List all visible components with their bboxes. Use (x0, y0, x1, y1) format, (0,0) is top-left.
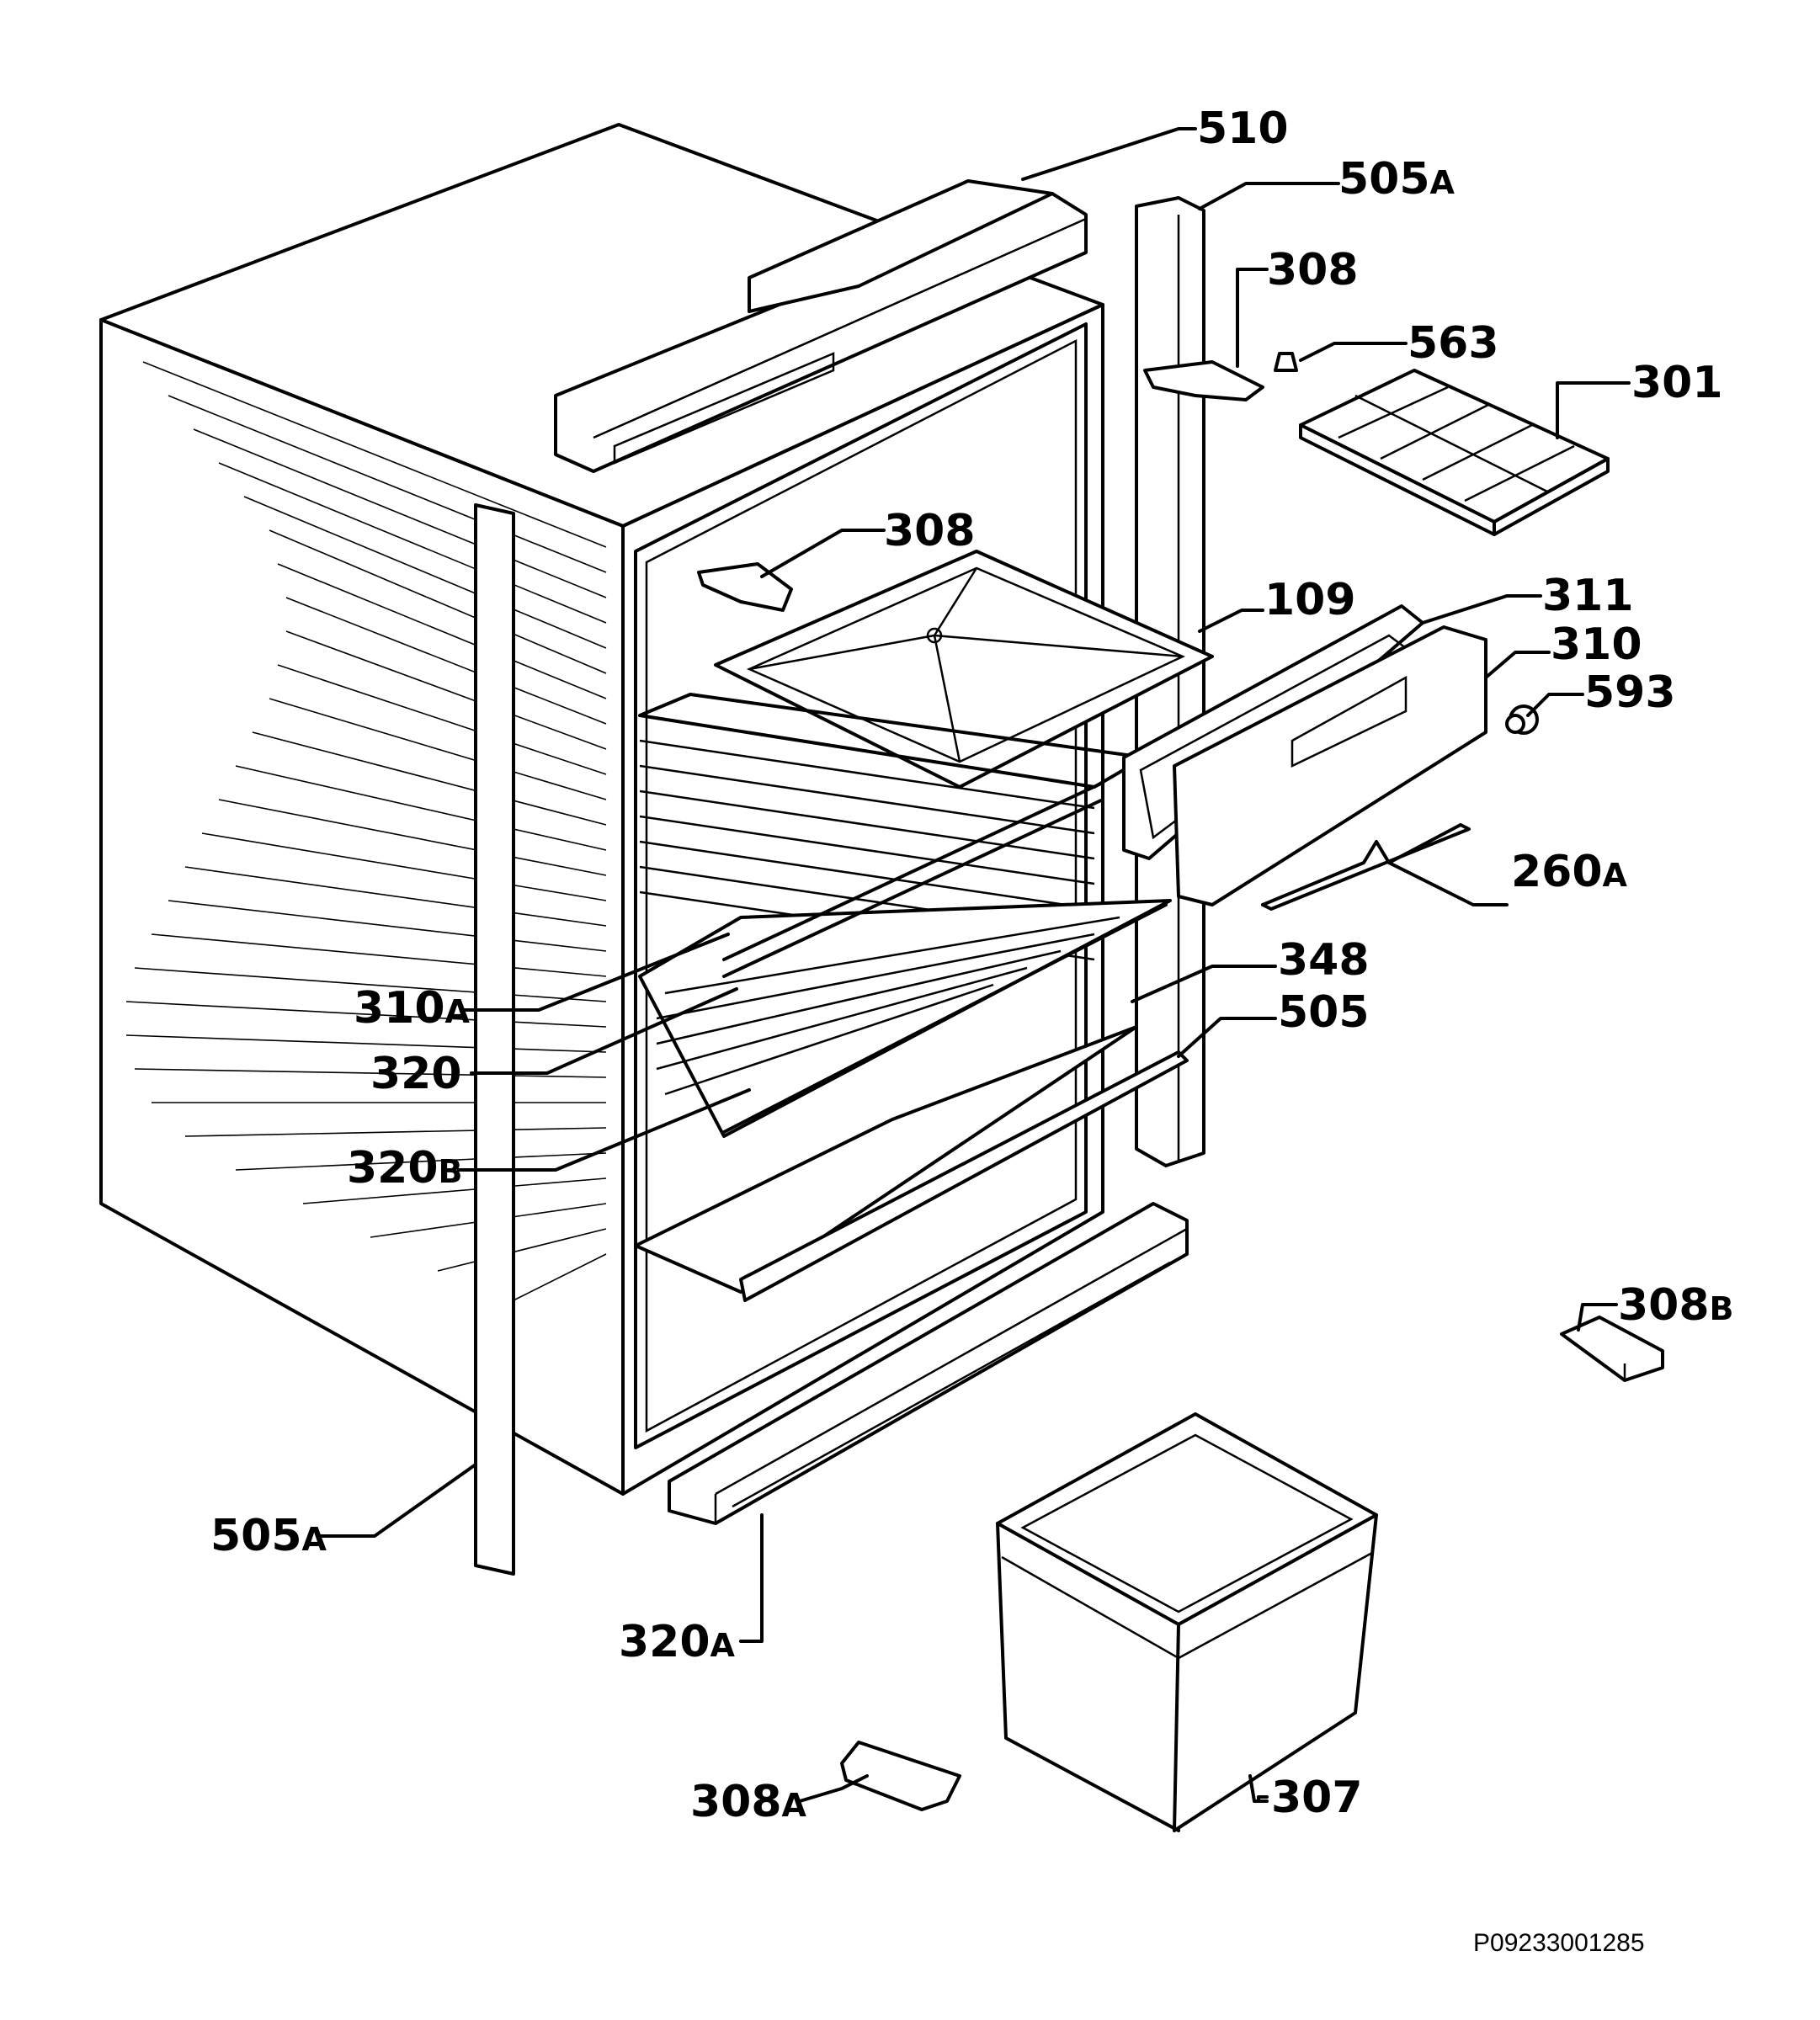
label-320b: 320B (347, 1143, 463, 1193)
top-cover-part (554, 179, 1088, 473)
label-320: 320 (370, 1049, 462, 1099)
hinge-bracket-middle (697, 562, 793, 612)
label-310a: 310A (354, 983, 471, 1034)
label-109: 109 (1264, 575, 1356, 625)
label-510: 510 (1197, 104, 1289, 154)
side-shading (125, 361, 607, 1305)
wire-shelf-part (638, 781, 1172, 1138)
hinge-bracket-top (1143, 360, 1264, 401)
vegetable-bin-part (996, 1412, 1378, 1832)
label-348: 348 (1278, 935, 1370, 986)
knob-part (1505, 704, 1539, 735)
part-labels: 510 505A 308 563 301 308 109 311 310 593… (210, 104, 1734, 1827)
label-308a: 308A (690, 1777, 807, 1827)
label-320a: 320A (619, 1617, 736, 1667)
label-260a: 260A (1511, 847, 1628, 897)
hinge-bracket-right (1560, 1316, 1664, 1382)
ice-tray-part (1299, 369, 1610, 536)
reference-code: P09233001285 (1473, 1929, 1645, 1957)
label-505: 505 (1278, 987, 1370, 1038)
label-311: 311 (1542, 571, 1634, 621)
label-505a-bottom: 505A (210, 1511, 327, 1561)
label-308-mid: 308 (884, 506, 976, 556)
label-505a-top: 505A (1338, 154, 1455, 205)
label-310: 310 (1551, 619, 1642, 670)
label-307: 307 (1271, 1773, 1363, 1823)
glass-shelf-part (634, 1025, 1189, 1302)
freezer-door-part (1122, 604, 1487, 906)
label-308b: 308B (1618, 1280, 1734, 1331)
label-593: 593 (1584, 667, 1676, 718)
hinge-bracket-bottom (840, 1741, 961, 1811)
leader-lines (318, 127, 1631, 1803)
screw-part (1274, 352, 1298, 372)
drip-tray-part (714, 550, 1214, 789)
label-308-top: 308 (1267, 245, 1359, 295)
door-wire-part (1261, 823, 1471, 911)
label-301: 301 (1631, 358, 1723, 408)
crisper-cover-part (668, 1202, 1189, 1525)
label-563: 563 (1408, 318, 1499, 369)
